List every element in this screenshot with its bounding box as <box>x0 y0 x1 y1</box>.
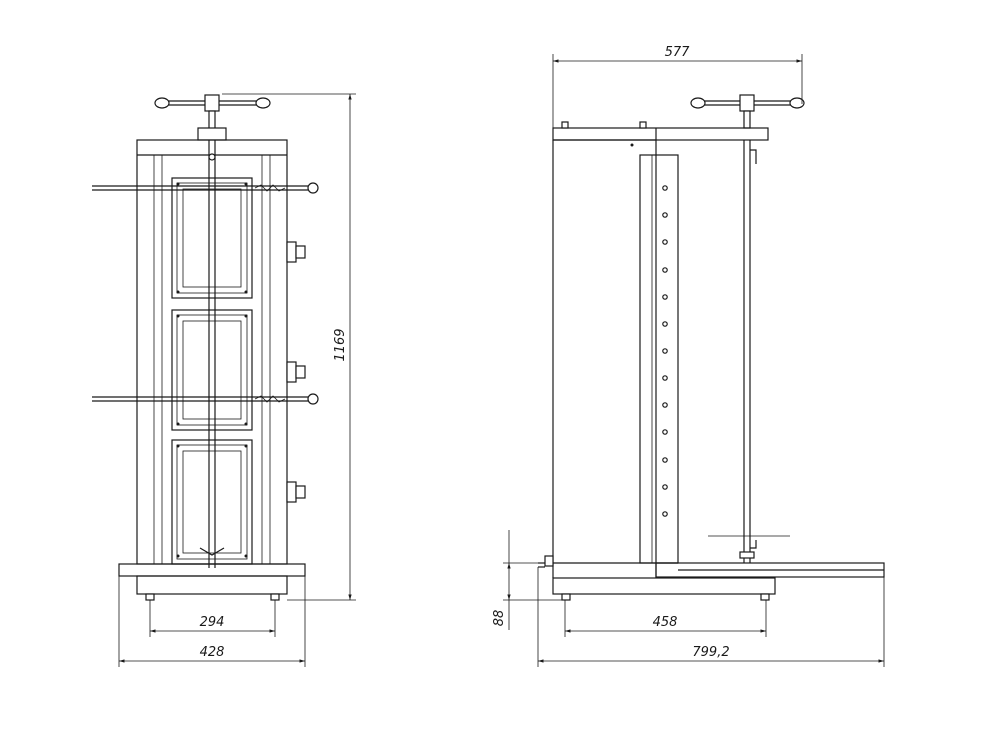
front-cabinet <box>136 139 288 565</box>
side-vent-holes <box>662 185 668 517</box>
side-dimensions <box>503 54 885 667</box>
side-cabinet <box>552 139 679 578</box>
front-spit <box>199 140 225 568</box>
dim-side-total-width: 799,2 <box>692 645 729 660</box>
dim-side-base-inner: 458 <box>653 615 678 630</box>
side-t-handle <box>690 94 805 129</box>
front-knobs <box>286 241 306 503</box>
side-gas-inlet <box>538 555 554 568</box>
dim-front-base-outer: 428 <box>200 645 225 660</box>
front-t-handle <box>154 94 271 141</box>
front-view: 1169 294 428 <box>92 93 356 667</box>
side-spit <box>708 140 790 563</box>
dim-side-top-width: 577 <box>665 45 691 60</box>
front-base <box>118 563 306 601</box>
side-base <box>552 562 885 601</box>
front-dimensions <box>118 93 356 667</box>
dim-front-height: 1169 <box>333 328 348 361</box>
side-top-lid <box>552 121 769 141</box>
front-skewers <box>92 182 319 405</box>
dim-side-base-height: 88 <box>492 610 507 627</box>
dim-front-base-inner: 294 <box>200 615 225 630</box>
side-view: 577 88 458 799,2 <box>492 45 885 667</box>
front-burner-panels <box>171 177 253 565</box>
